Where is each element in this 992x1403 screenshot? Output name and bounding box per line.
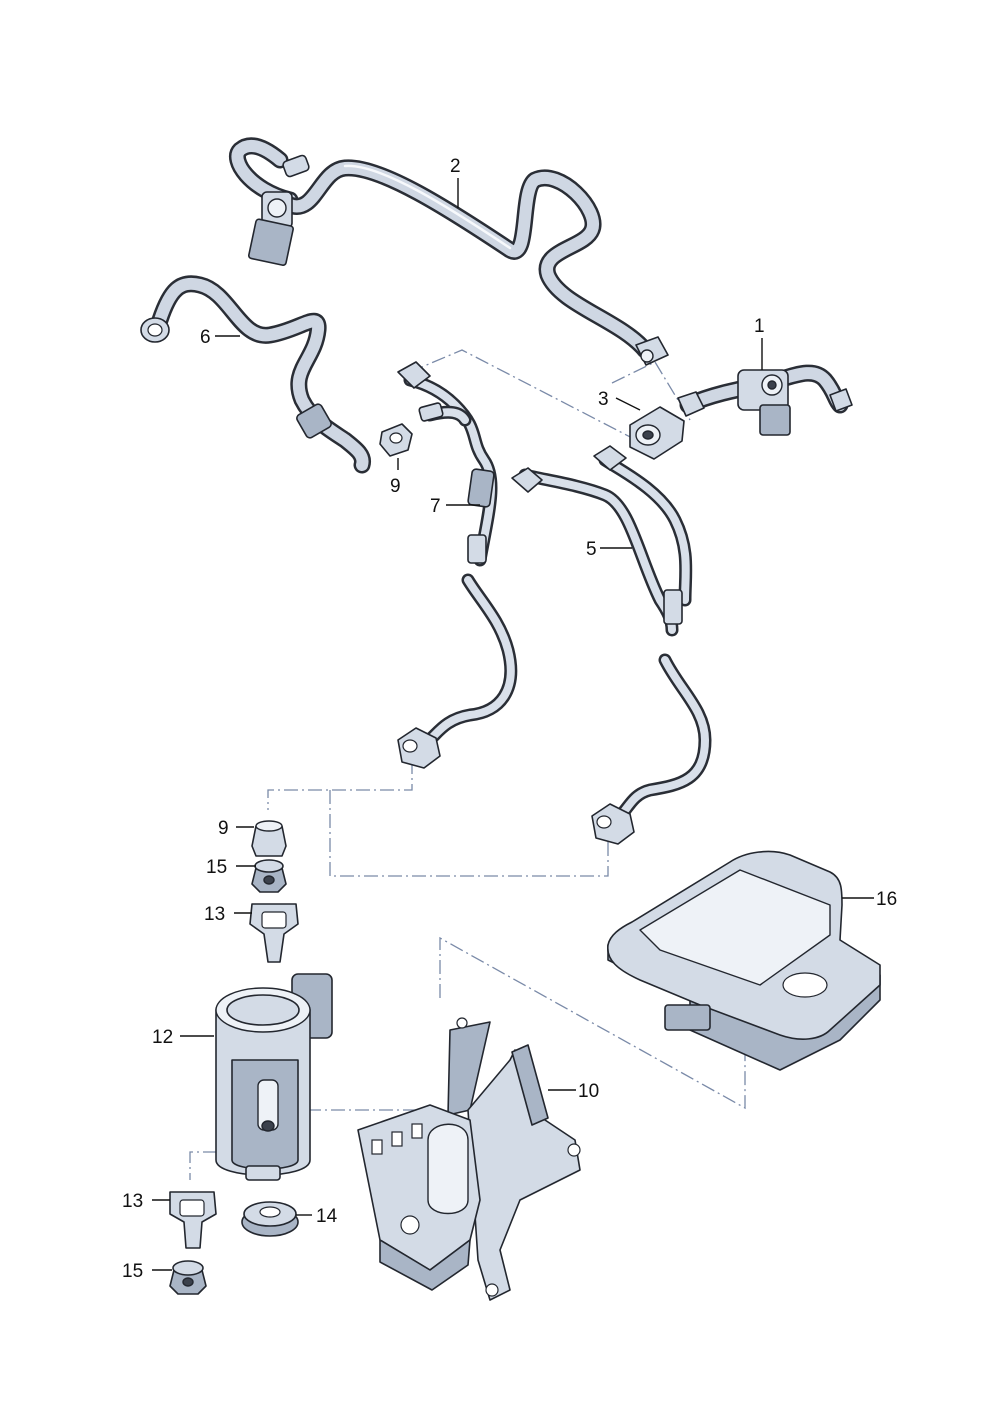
nut-part-15-lower: [169, 1260, 207, 1295]
callout-1: 1: [754, 316, 765, 337]
bracket-part-13-upper: [249, 903, 299, 963]
callouts: 1 2 3 5 6 7 9 10 12 13 13 14 15 15 16 9: [122, 156, 897, 1282]
clip-part-9-lower: [251, 820, 287, 857]
callout-12: 12: [152, 1027, 173, 1048]
grommet-part-14: [241, 1201, 299, 1237]
adapter-part-3: [629, 406, 685, 460]
callout-7: 7: [430, 496, 441, 517]
clip-part-9-upper: [379, 423, 413, 457]
cover-part-16: [607, 850, 881, 1071]
hose-part-7: [397, 361, 518, 769]
callout-9-upper: 9: [390, 476, 401, 497]
sensor-part-1: [677, 364, 853, 436]
bracket-part-13-lower: [169, 1191, 217, 1249]
callout-15-upper: 15: [206, 857, 227, 878]
callout-6: 6: [200, 327, 211, 348]
hose-part-5: [511, 445, 712, 845]
callout-15-lower: 15: [122, 1261, 143, 1282]
callout-13-upper: 13: [204, 904, 225, 925]
hose-part-2: [229, 137, 669, 366]
callout-14: 14: [316, 1206, 338, 1227]
nut-part-15-upper: [251, 859, 287, 893]
callout-3: 3: [598, 389, 609, 410]
bracket-part-10: [357, 1017, 581, 1301]
callout-2: 2: [450, 156, 461, 177]
callout-5: 5: [586, 539, 597, 560]
callout-9-lower: 9: [218, 818, 229, 839]
callout-10: 10: [578, 1081, 599, 1102]
hose-part-6: [140, 275, 371, 474]
callout-16: 16: [876, 889, 897, 910]
callout-13-lower: 13: [122, 1191, 143, 1212]
canister-part-12: [215, 973, 333, 1181]
